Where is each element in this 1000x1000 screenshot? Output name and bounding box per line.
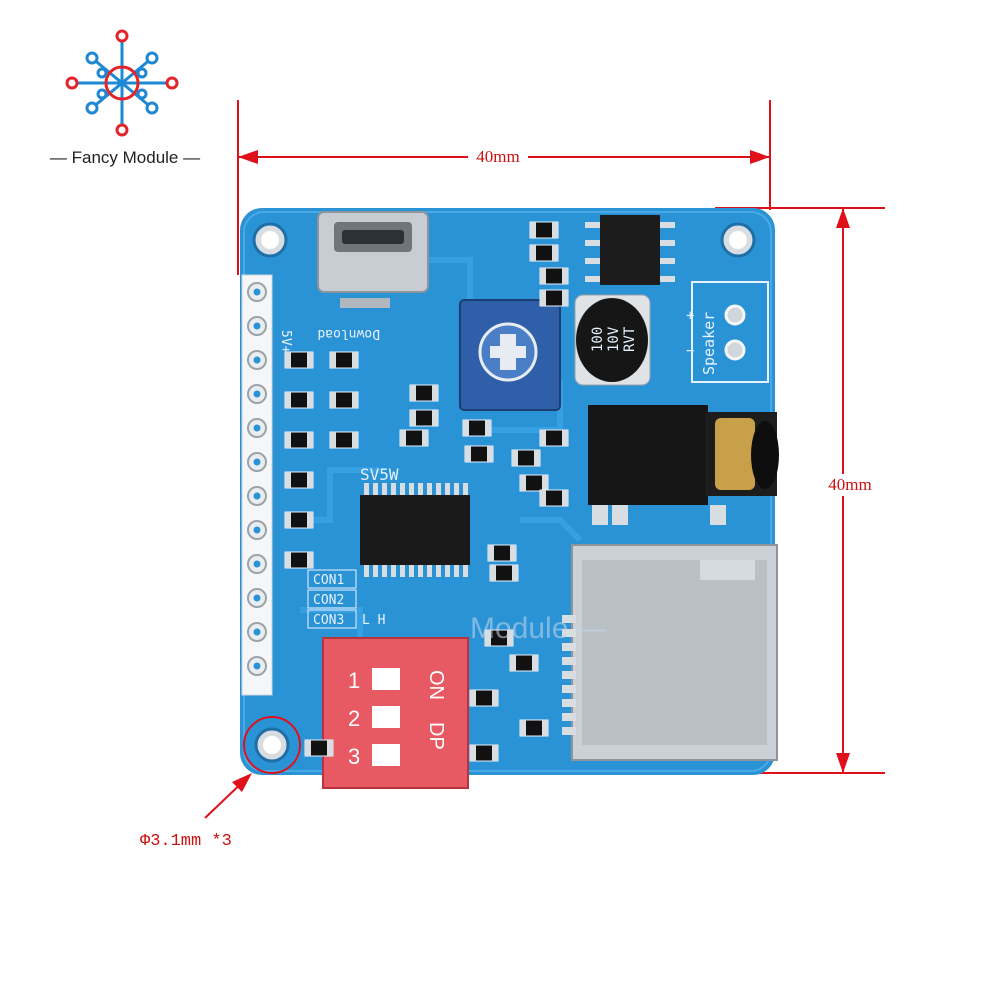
mounting-holes [243,222,756,774]
dip-number-3: 3 [348,744,360,769]
width-dimension-label: 40mm [476,147,519,166]
chip-label: SV5W [360,465,399,484]
potentiometer [459,299,561,411]
micro-usb-connector [317,211,429,308]
power-label: 5V+ [278,330,293,354]
con2-label: CON2 [313,593,344,608]
brand-name-text: Fancy Module [71,148,179,167]
download-label: Download [317,326,380,341]
fancy-module-logo [65,29,179,137]
dip-switch: 1 2 3 ON DP [322,637,469,789]
audio-jack [588,405,779,525]
speaker-minus-label: − [686,343,694,359]
hole-dimension-label: Φ3.1mm *3 [140,832,232,851]
dip-dp-label: DP [425,722,447,750]
dip-on-label: ON [425,670,447,700]
speaker-plus-label: + [686,308,694,324]
dip-number-1: 1 [348,668,360,693]
watermark: Module — [470,612,607,645]
height-dimension-label: 40mm [828,475,871,494]
con3-label: CON3 [313,613,344,628]
height-label-bg [820,474,880,496]
speaker-label: Speaker [700,312,718,375]
electrolytic-capacitor: 100 10V RVT [574,294,651,386]
dip-number-2: 2 [348,706,360,731]
speaker-terminal: Speaker + − [686,281,769,383]
smd-components [284,221,569,762]
brand-name: — Fancy Module — [49,148,201,167]
decoder-chip [360,483,470,577]
capacitor-label-3: RVT [622,326,638,352]
con3-suffix-label: L H [362,613,385,628]
sd-card-slot [562,544,778,761]
con1-label: CON1 [313,573,344,588]
width-label-bg [468,145,528,167]
header-pins [247,282,267,676]
hole-highlight-circle [243,716,301,774]
amplifier-chip [585,215,675,285]
capacitor-label-2: 10V [606,326,622,352]
capacitor-label-1: 100 [590,327,606,352]
